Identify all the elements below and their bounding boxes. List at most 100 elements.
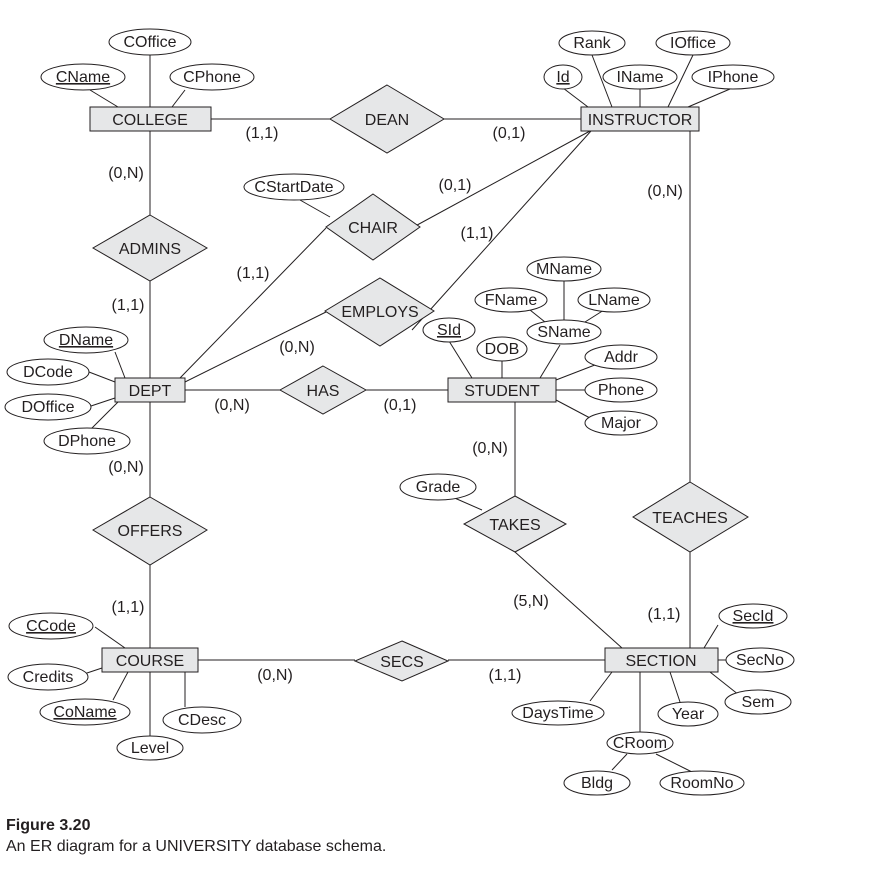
relationship-teaches-label: TEACHES <box>652 510 728 527</box>
entity-course-label: COURSE <box>116 653 184 670</box>
attribute-secno: SecNo <box>725 647 795 673</box>
entity-section: SECTION <box>604 647 719 673</box>
attribute-mname: MName <box>526 256 602 282</box>
entity-section-label: SECTION <box>625 653 696 670</box>
relationship-admins: ADMINS <box>92 214 208 282</box>
attribute-year: Year <box>657 701 719 727</box>
attribute-daystime: DaysTime <box>511 700 605 726</box>
attribute-credits: Credits <box>7 663 89 691</box>
attribute-dob-label: DOB <box>485 341 520 358</box>
attribute-grade-label: Grade <box>416 479 461 496</box>
cardinality-dept-offers: (0,N) <box>108 459 144 476</box>
attribute-secid: SecId <box>718 603 788 629</box>
relationship-admins-label: ADMINS <box>119 241 181 258</box>
cardinality-section-takes: (5,N) <box>513 593 549 610</box>
attribute-cstartdate: CStartDate <box>243 173 345 201</box>
attribute-cphone-label: CPhone <box>183 69 241 86</box>
attribute-sem: Sem <box>724 689 792 715</box>
relationship-teaches: TEACHES <box>632 481 749 553</box>
attribute-lname-label: LName <box>588 292 640 309</box>
relationship-has-label: HAS <box>307 383 340 400</box>
cardinality-college-dean: (1,1) <box>246 125 279 142</box>
attribute-addr-label: Addr <box>604 349 638 366</box>
attribute-coffice-label: COffice <box>123 34 176 51</box>
attribute-dname: DName <box>43 326 129 354</box>
relationship-offers-label: OFFERS <box>118 523 183 540</box>
attribute-coname: CoName <box>39 698 131 726</box>
cardinality-instructor-employs: (1,1) <box>461 225 494 242</box>
attribute-iphone: IPhone <box>691 64 775 90</box>
entity-instructor: INSTRUCTOR <box>580 106 700 132</box>
connector-lines <box>77 54 740 773</box>
attribute-id-label: Id <box>556 69 569 86</box>
relationship-chair-label: CHAIR <box>348 220 398 237</box>
relationship-secs: SECS <box>353 640 450 682</box>
cardinality-student-has: (0,1) <box>384 397 417 414</box>
attribute-dob: DOB <box>476 336 528 362</box>
relationship-chair: CHAIR <box>325 193 421 261</box>
relationship-takes-label: TAKES <box>489 517 540 534</box>
cardinality-dept-admins: (1,1) <box>112 297 145 314</box>
attribute-id: Id <box>543 64 583 90</box>
relationship-secs-label: SECS <box>380 654 424 671</box>
attribute-croom-label: CRoom <box>613 735 667 752</box>
entity-student-label: STUDENT <box>464 383 540 400</box>
cardinality-dept-chair: (1,1) <box>237 265 270 282</box>
cardinality-labels: (1,1) (0,1) (0,N) (1,1) (0,1) (1,1) (1,1… <box>108 125 683 684</box>
entity-college: COLLEGE <box>89 106 212 132</box>
attribute-sid-label: SId <box>437 322 461 339</box>
attribute-credits-label: Credits <box>23 669 74 686</box>
attribute-ioffice: IOffice <box>655 30 731 56</box>
attribute-rank-label: Rank <box>573 35 611 52</box>
attributes: COffice CName CPhone Rank IOffice Id INa… <box>4 28 795 796</box>
attribute-doffice-label: DOffice <box>21 399 74 416</box>
cardinality-instructor-teaches: (0,N) <box>647 183 683 200</box>
relationship-dean-label: DEAN <box>365 112 409 129</box>
cardinality-course-secs: (0,N) <box>257 667 293 684</box>
attribute-major-label: Major <box>601 415 642 432</box>
cardinality-instructor-chair: (0,1) <box>439 177 472 194</box>
attribute-roomno: RoomNo <box>659 770 745 796</box>
attribute-doffice: DOffice <box>4 393 92 421</box>
attribute-sem-label: Sem <box>742 694 775 711</box>
attribute-ccode: CCode <box>8 612 94 640</box>
attribute-sid: SId <box>422 317 476 343</box>
attribute-major: Major <box>584 410 658 436</box>
attribute-dphone: DPhone <box>43 427 131 455</box>
attribute-dcode: DCode <box>6 358 90 386</box>
attribute-cstartdate-label: CStartDate <box>254 179 333 196</box>
attribute-year-label: Year <box>672 706 705 723</box>
entity-course: COURSE <box>101 647 199 673</box>
attribute-cname: CName <box>40 63 126 91</box>
attribute-coname-label: CoName <box>53 704 116 721</box>
attribute-fname: FName <box>474 287 548 313</box>
relationship-has: HAS <box>278 365 368 415</box>
attribute-phone-label: Phone <box>598 382 644 399</box>
attribute-rank: Rank <box>558 30 626 56</box>
attribute-cdesc-label: CDesc <box>178 712 226 729</box>
attribute-cdesc: CDesc <box>162 706 242 734</box>
cardinality-student-takes: (0,N) <box>472 440 508 457</box>
attribute-grade: Grade <box>399 473 477 501</box>
relationship-dean: DEAN <box>329 84 445 154</box>
attribute-level: Level <box>116 735 184 761</box>
attribute-croom: CRoom <box>606 731 674 755</box>
attribute-secno-label: SecNo <box>736 652 784 669</box>
attribute-sname-label: SName <box>537 324 590 341</box>
attribute-bldg-label: Bldg <box>581 775 613 792</box>
entity-dept-label: DEPT <box>129 383 172 400</box>
cardinality-college-admins: (0,N) <box>108 165 144 182</box>
entity-instructor-label: INSTRUCTOR <box>588 112 693 129</box>
relationship-employs: EMPLOYS <box>324 277 435 347</box>
attribute-phone: Phone <box>584 377 658 403</box>
entity-dept: DEPT <box>114 377 186 403</box>
attribute-daystime-label: DaysTime <box>522 705 594 722</box>
relationship-takes: TAKES <box>462 495 568 553</box>
attribute-fname-label: FName <box>485 292 538 309</box>
cardinality-section-secs: (1,1) <box>489 667 522 684</box>
cardinality-dept-employs: (0,N) <box>279 339 315 356</box>
attribute-dname-label: DName <box>59 332 113 349</box>
attribute-iphone-label: IPhone <box>708 69 759 86</box>
attribute-level-label: Level <box>131 740 169 757</box>
attribute-iname-label: IName <box>616 69 663 86</box>
